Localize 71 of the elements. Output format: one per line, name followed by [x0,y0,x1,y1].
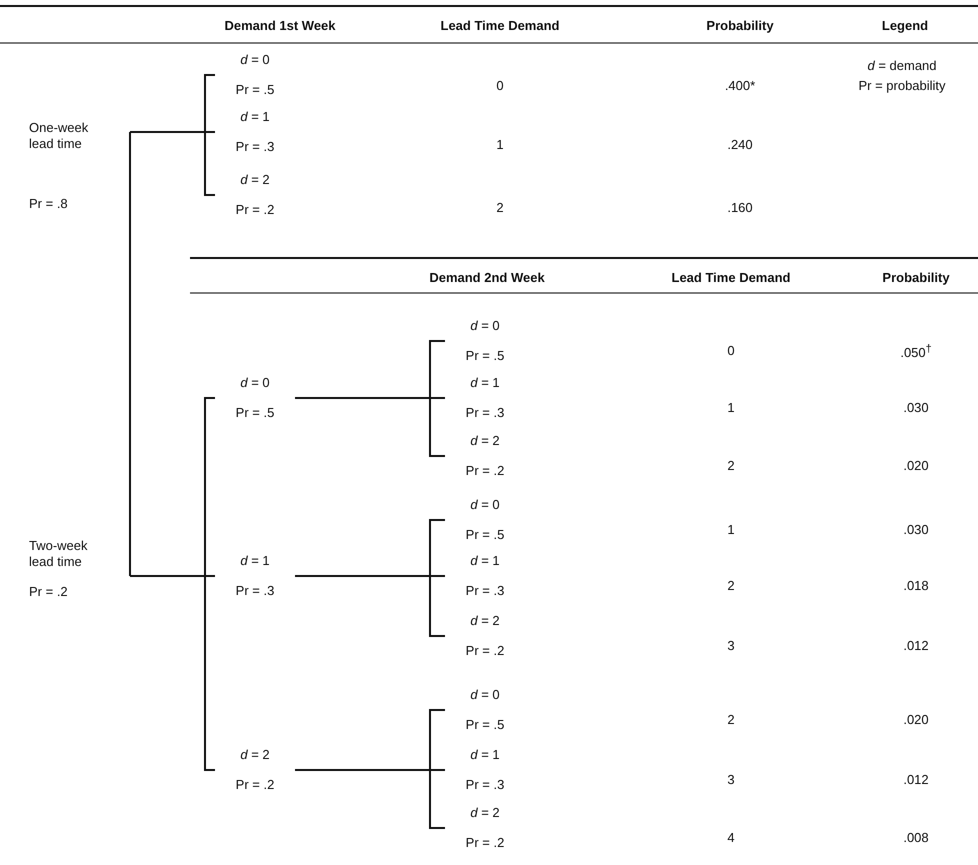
probability-label: Pr = .3 [466,583,504,599]
table-value: 3 [727,638,735,654]
lead-time-label: One-week lead time [29,120,90,152]
table-value: 0 [727,343,735,359]
demand-label: d = 2 [470,613,500,629]
demand-label: d = 1 [240,553,270,569]
table-value: .400* [724,78,756,94]
legend-text: d = demand [867,58,937,74]
probability-label: Pr = .5 [236,82,274,98]
probability-label: Pr = .5 [466,527,504,543]
tree-branch-line [129,132,131,576]
demand-label: d = 0 [470,687,500,703]
column-header: Probability [882,270,950,286]
tree-branch-line [130,131,215,196]
demand-label: d = 2 [240,747,270,763]
probability-label: Pr = .3 [236,139,274,155]
table-value: .008 [903,830,929,846]
column-header: Demand 1st Week [224,18,336,34]
probability-label: Pr = .5 [236,405,274,421]
table-value: .012 [903,638,929,654]
demand-label: d = 1 [240,109,270,125]
column-header: Demand 2nd Week [429,270,545,286]
column-header: Probability [706,18,774,34]
demand-label: d = 1 [470,375,500,391]
table-value: 0 [496,78,504,94]
demand-label: d = 2 [240,172,270,188]
table-value: 2 [727,458,735,474]
table-value: .160 [727,200,753,216]
column-header: Lead Time Demand [672,270,790,286]
probability-label: Pr = .3 [236,583,274,599]
demand-label: d = 0 [240,52,270,68]
lead-time-label: Two-week lead time [29,538,89,570]
demand-label: d = 0 [470,497,500,513]
table-value: 1 [727,400,735,416]
demand-label: d = 0 [240,375,270,391]
table-value: 1 [496,137,504,153]
table-value: 2 [727,712,735,728]
column-header: Lead Time Demand [440,18,560,34]
probability-label: Pr = .2 [466,643,504,659]
demand-label: d = 1 [470,553,500,569]
probability-label: Pr = .2 [466,463,504,479]
demand-label: d = 2 [470,805,500,821]
probability-label: Pr = .3 [466,405,504,421]
table-value: .030 [903,522,929,538]
probability-label: Pr = .2 [236,777,274,793]
probability-label: Pr = .5 [466,348,504,364]
tree-branch-line [130,575,215,771]
demand-label: d = 1 [470,747,500,763]
probability-label: Pr = .2 [29,584,69,600]
probability-label: Pr = .2 [466,835,504,851]
table-value: 4 [727,830,735,846]
table-value: 2 [727,578,735,594]
table-value: 1 [727,522,735,538]
probability-label: Pr = .8 [29,196,69,212]
table-value: .020 [903,458,929,474]
table-value: 3 [727,772,735,788]
table-value: .020 [903,712,929,728]
demand-label: d = 2 [470,433,500,449]
tree-branch-line [295,575,445,637]
probability-label: Pr = .3 [466,777,504,793]
column-header: Legend [882,18,928,34]
demand-label: d = 0 [470,318,500,334]
legend-text: Pr = probability [858,78,946,94]
table-value: .050$^{†}$ [900,342,932,362]
probability-label: Pr = .2 [236,202,274,218]
table-value: .240 [727,137,753,153]
table-value: .018 [903,578,929,594]
table-value: .012 [903,772,929,788]
table-value: 2 [496,200,504,216]
table-value: .030 [903,400,929,416]
probability-label: Pr = .5 [466,717,504,733]
